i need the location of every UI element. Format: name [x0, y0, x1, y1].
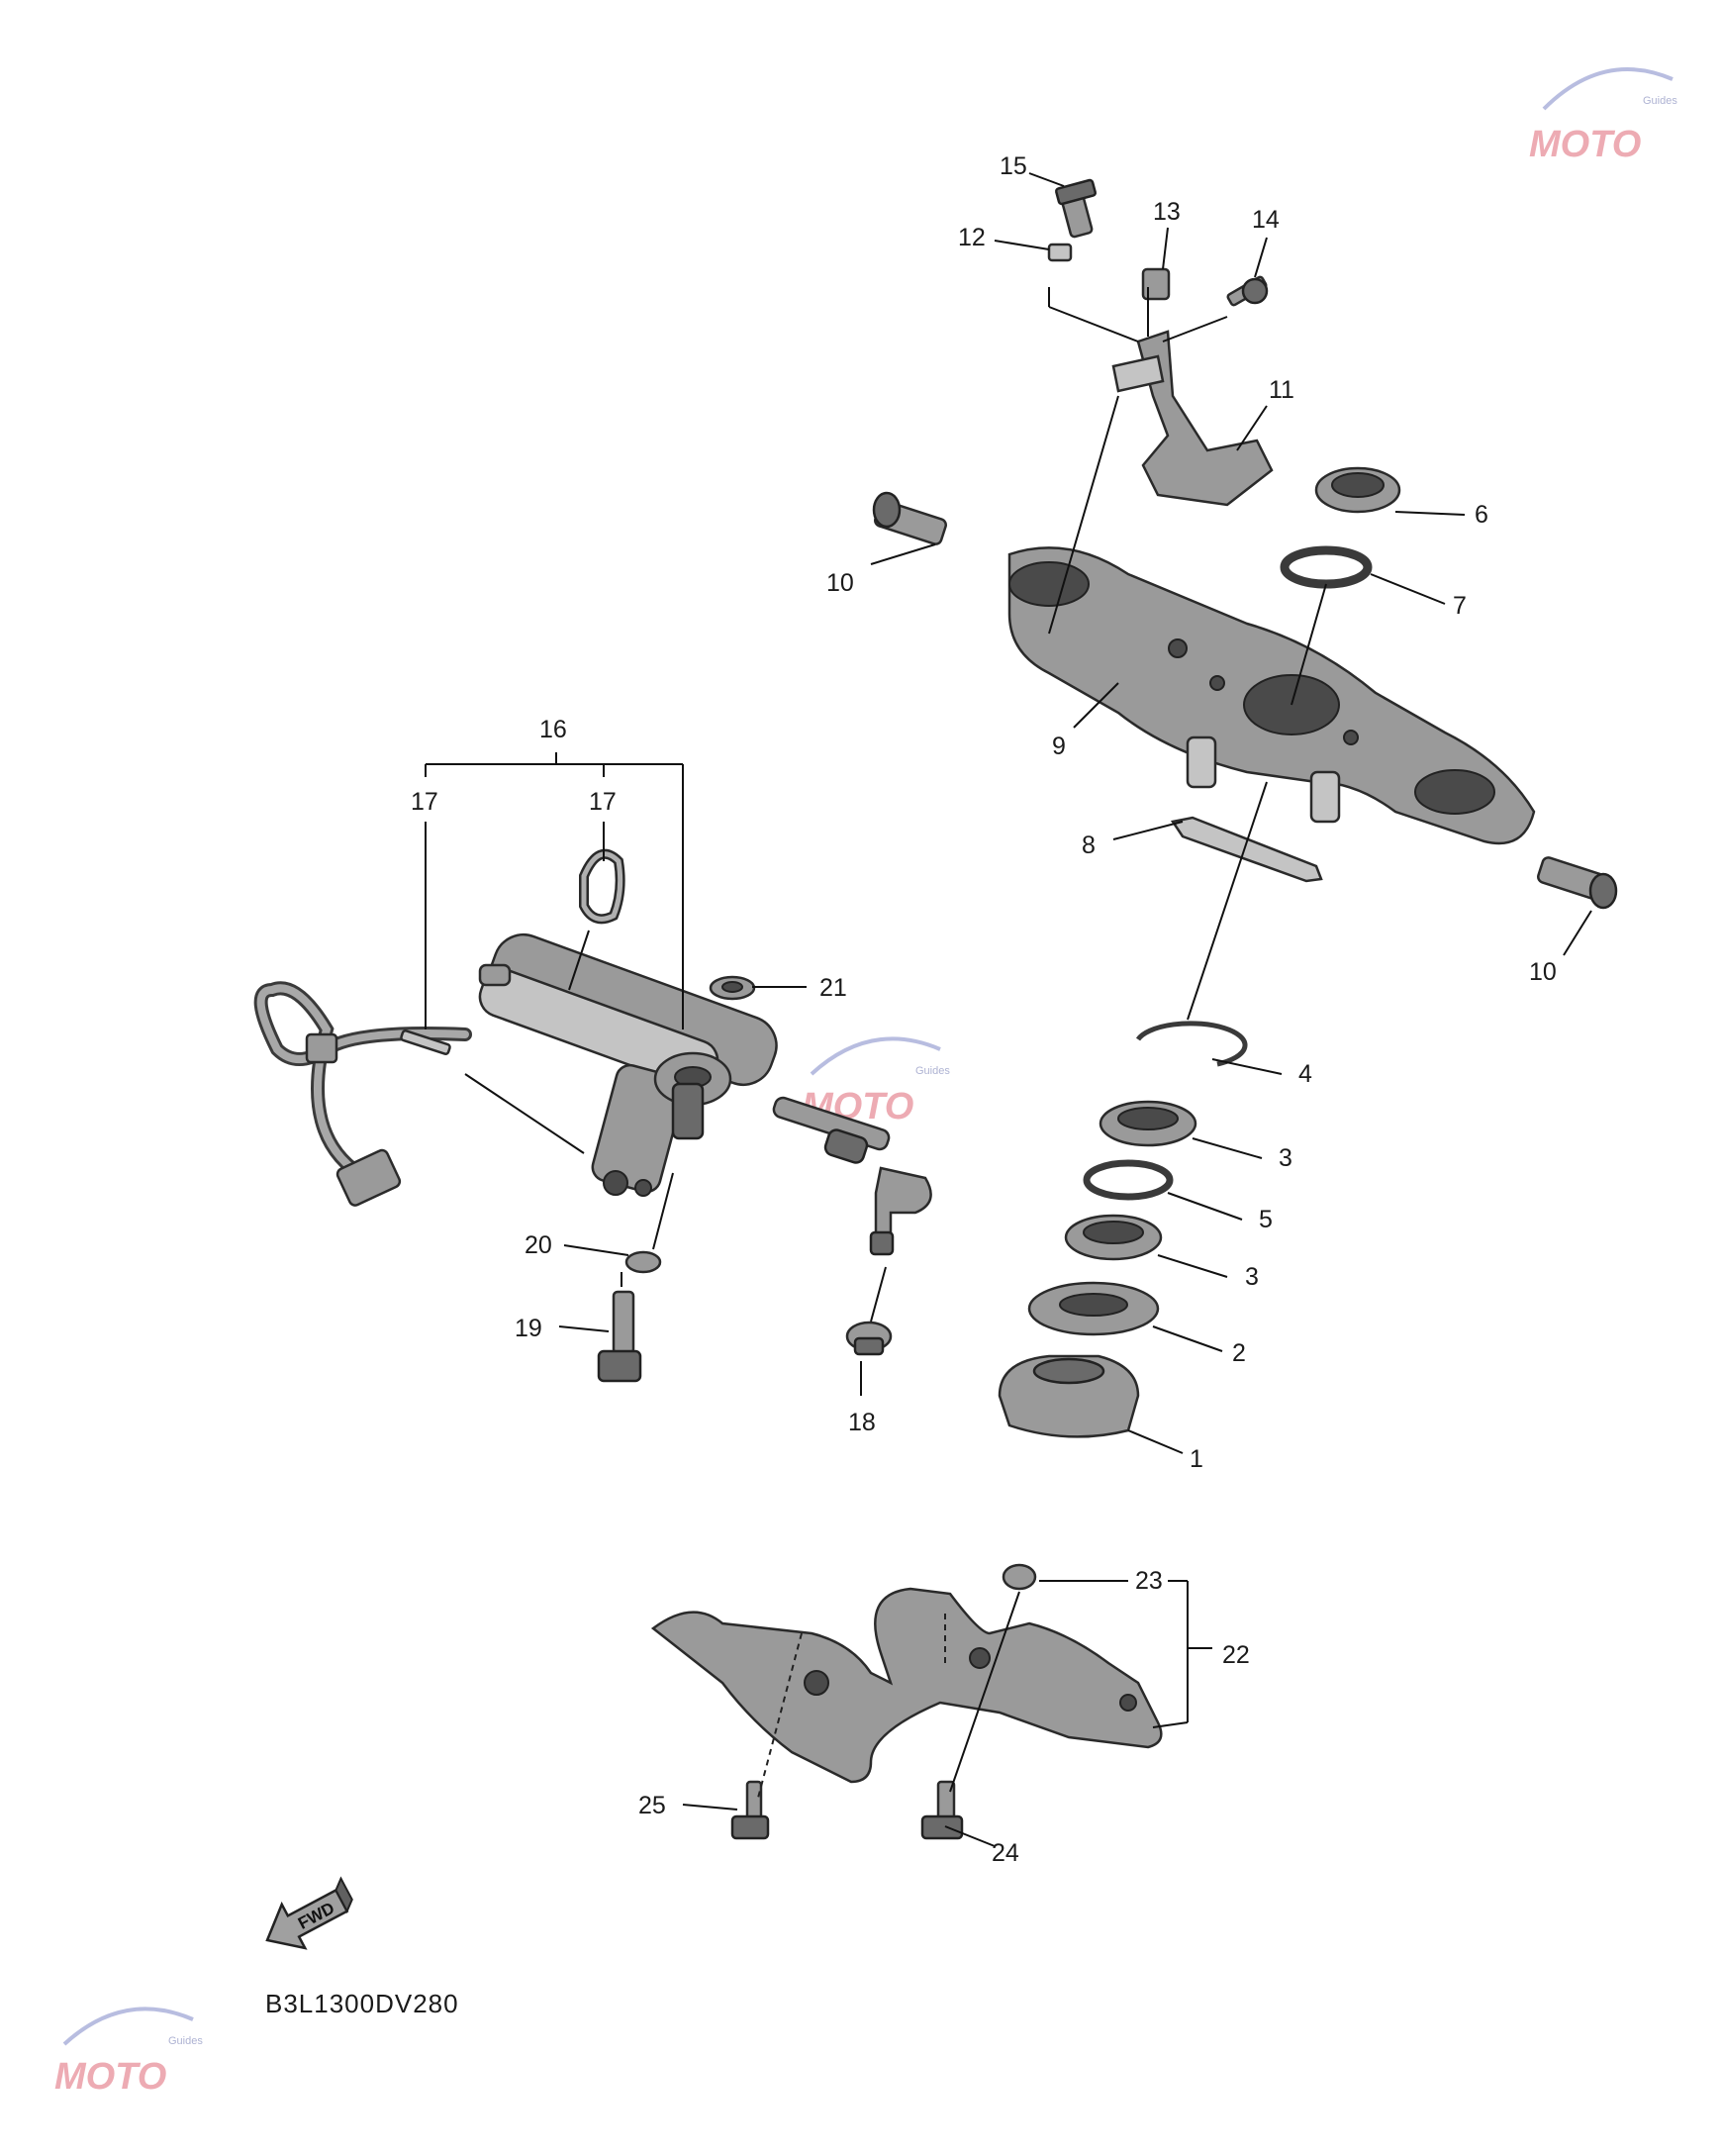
washer-7 [1280, 545, 1373, 589]
callout-17-left: 17 [411, 788, 438, 816]
bracket-11 [1136, 330, 1274, 507]
bolt-15 [1055, 178, 1097, 239]
circlip-4 [1135, 1021, 1248, 1067]
callout-18: 18 [848, 1409, 876, 1436]
cover-1 [998, 1354, 1140, 1438]
seal-5 [1083, 1159, 1174, 1201]
screw-14 [1226, 275, 1269, 307]
callout-12: 12 [958, 224, 986, 251]
callout-19: 19 [515, 1315, 542, 1342]
callout-25: 25 [638, 1792, 666, 1819]
callout-15: 15 [1000, 152, 1027, 180]
callout-10-left: 10 [826, 569, 854, 597]
callout-10-right: 10 [1529, 958, 1557, 986]
callout-1: 1 [1190, 1445, 1203, 1473]
bearing-3-upper [1099, 1100, 1197, 1147]
callout-16: 16 [539, 716, 567, 743]
bearing-3-lower [1064, 1214, 1163, 1261]
diagram-code: B3L1300DV280 [265, 1989, 459, 2018]
watermark-brand: MOTO [54, 2056, 166, 2098]
callout-21: 21 [819, 974, 847, 1002]
callout-5: 5 [1259, 1206, 1273, 1233]
callout-3-lower: 3 [1245, 1263, 1259, 1291]
callout-9: 9 [1052, 733, 1066, 760]
bolt-25 [730, 1780, 770, 1840]
collar-20 [624, 1250, 662, 1274]
collar-12 [1047, 243, 1073, 262]
bolt-10-right [1537, 856, 1618, 910]
callout-20: 20 [525, 1231, 552, 1259]
watermark-brand: MOTO [1529, 124, 1641, 165]
wire-harness [253, 981, 472, 1185]
grommet-18 [845, 1321, 893, 1356]
fwd-arrow-icon: FWD [265, 1876, 353, 1950]
pin-17 [400, 1029, 451, 1055]
nut-13 [1141, 267, 1171, 301]
callout-7: 7 [1453, 592, 1467, 620]
watermark-bottom-left: MOTO Guides [54, 2007, 203, 2098]
upper-bracket-9 [1007, 546, 1536, 845]
connector [335, 1148, 402, 1207]
bolt-19 [597, 1290, 642, 1383]
clamp-band-17 [579, 848, 625, 925]
cover-22 [650, 1587, 1163, 1784]
callout-labels: 15 12 13 14 11 6 7 10 9 8 10 4 3 5 3 2 1… [411, 152, 1557, 1867]
bolt-10-left [872, 491, 947, 545]
watermark-top-right: MOTO Guides [1529, 67, 1677, 165]
nut-23 [1002, 1563, 1037, 1591]
axis-line-bracket [1048, 395, 1119, 635]
callout-2: 2 [1232, 1339, 1246, 1367]
steering-damper [478, 933, 932, 1256]
callout-6: 6 [1475, 501, 1488, 529]
bolt-24 [920, 1780, 964, 1840]
watermark-sub: Guides [168, 2035, 203, 2047]
callout-13: 13 [1153, 198, 1181, 226]
callout-22: 22 [1222, 1641, 1250, 1669]
callout-11: 11 [1269, 376, 1294, 404]
leader-lines [425, 172, 1592, 1847]
watermark-sub: Guides [915, 1065, 950, 1077]
callout-3-upper: 3 [1279, 1144, 1292, 1172]
callout-8: 8 [1082, 832, 1096, 859]
watermark-sub: Guides [1643, 95, 1677, 107]
callout-14: 14 [1252, 206, 1280, 234]
callout-24: 24 [992, 1839, 1019, 1867]
callout-23: 23 [1135, 1567, 1163, 1595]
strap-8 [1170, 816, 1323, 883]
callout-17-right: 17 [589, 788, 617, 816]
washer-2 [1027, 1281, 1160, 1336]
callout-4: 4 [1298, 1060, 1312, 1088]
